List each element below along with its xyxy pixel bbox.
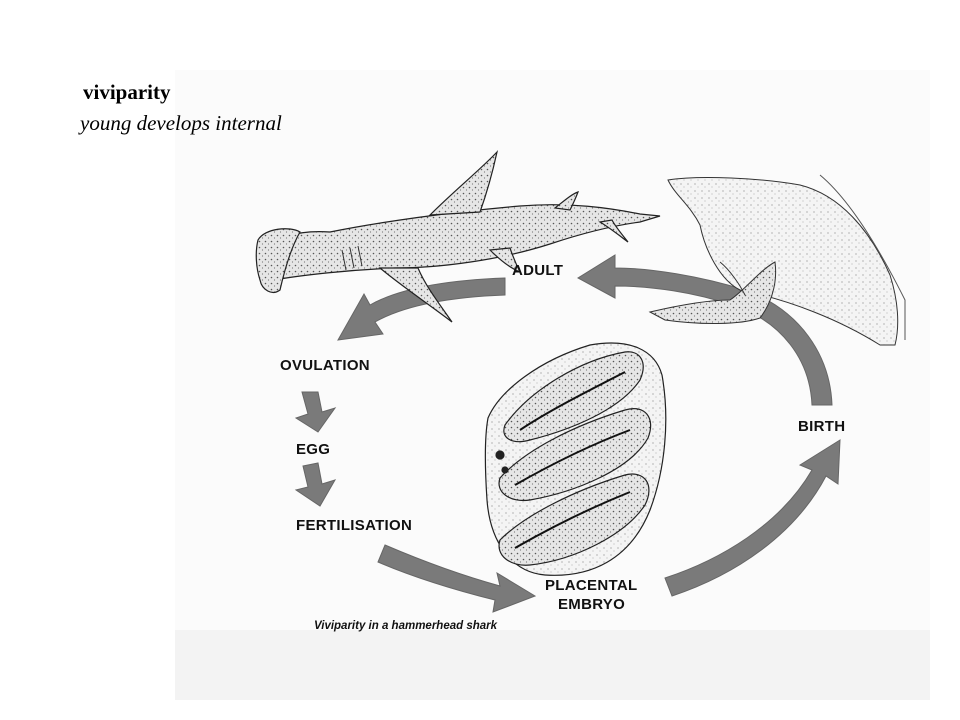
stage-label-placental: PLACENTAL — [545, 577, 638, 594]
stage-label-egg: EGG — [296, 441, 331, 458]
scan-noise-band — [175, 630, 930, 700]
stage-label-ovulation: OVULATION — [280, 357, 370, 374]
cycle-arrows — [294, 254, 841, 613]
mother-shark-birth-illustration — [648, 174, 906, 346]
stage-label-adult: ADULT — [512, 262, 564, 279]
arrow-embryo-to-birth — [664, 439, 841, 597]
figure-caption: Viviparity in a hammerhead shark — [314, 620, 498, 632]
arrow-egg-to-fertilisation — [294, 462, 337, 507]
stage-label-fertilisation: FERTILISATION — [296, 517, 413, 534]
arrow-adult-to-ovulation — [337, 277, 506, 341]
arrow-fertilisation-to-embryo — [377, 544, 537, 613]
slide-subheading: young develops internal — [80, 111, 282, 135]
stage-label-birth: BIRTH — [798, 418, 846, 435]
placental-embryo-illustration — [484, 342, 667, 576]
stage-label-embryo: EMBRYO — [558, 596, 626, 613]
arrow-birth-to-adult — [577, 254, 833, 406]
hammerhead-shark-illustration — [255, 150, 661, 323]
slide-heading: viviparity — [83, 80, 171, 104]
arrow-ovulation-to-egg — [294, 391, 337, 433]
